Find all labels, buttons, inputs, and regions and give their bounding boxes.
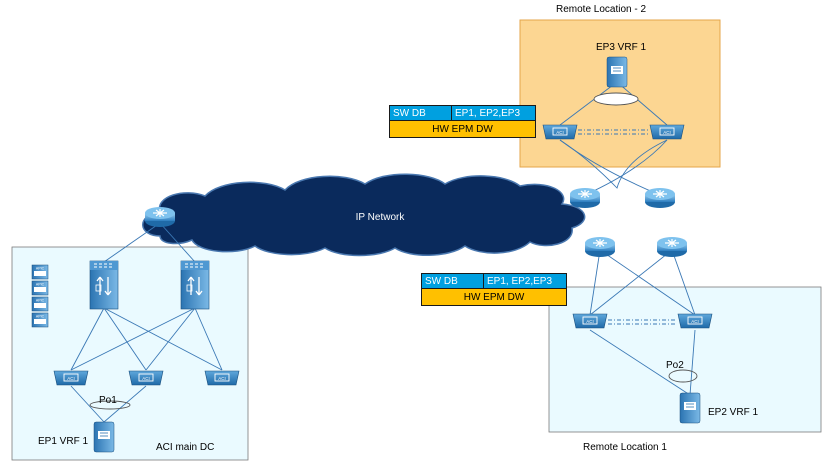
server-ep3: [606, 56, 628, 88]
ip-network-cloud: [142, 173, 586, 257]
epm-table-mid-hw: HW EPM DW: [421, 289, 567, 306]
router-remote2-a: [569, 187, 601, 209]
main-dc-ep-label: EP1 VRF 1: [38, 436, 88, 447]
leaf-switch-main-2: [128, 370, 164, 386]
remote2-link-ring: [593, 92, 639, 106]
leaf-switch-remote2-1: [542, 124, 578, 140]
port-channel-po2-ring: [668, 369, 698, 383]
remote2-title: Remote Location - 2: [556, 4, 646, 15]
router-remote2-b: [644, 187, 676, 209]
remote2-ep-label: EP3 VRF 1: [596, 42, 646, 53]
ip-network-label: IP Network: [356, 212, 406, 223]
leaf-switch-remote1-1: [572, 313, 608, 329]
spine-switch-1: [89, 260, 119, 310]
apic-controller-2: [31, 280, 49, 296]
remote1-ep-label: EP2 VRF 1: [708, 407, 758, 418]
remote1-title: Remote Location 1: [583, 442, 667, 453]
router-main-dc: [144, 206, 176, 228]
epm-table-top-hw: HW EPM DW: [389, 121, 536, 138]
epm-table-top-swdb: SW DB: [389, 105, 452, 121]
port-channel-po1-label: Po1: [99, 395, 117, 406]
main-dc-title: ACI main DC: [156, 442, 214, 453]
server-ep1: [93, 421, 115, 453]
port-channel-po1-ring: [89, 400, 131, 410]
leaf-switch-remote1-2: [677, 313, 713, 329]
server-ep2: [679, 392, 701, 424]
leaf-switch-main-1: [53, 370, 89, 386]
router-remote1-a: [584, 236, 616, 258]
apic-controller-1: [31, 264, 49, 280]
spine-switch-2: [180, 260, 210, 310]
apic-controller-4: [31, 312, 49, 328]
epm-table-mid-swdb: SW DB: [421, 273, 484, 289]
links: [70, 81, 696, 423]
apic-controller-3: [31, 296, 49, 312]
epm-table-mid: SW DB EP1, EP2,EP3 HW EPM DW: [421, 273, 567, 306]
peer-links: [578, 129, 677, 325]
epm-table-top-eps: EP1, EP2,EP3: [452, 105, 536, 121]
port-channel-po2-label: Po2: [666, 360, 684, 371]
epm-table-top: SW DB EP1, EP2,EP3 HW EPM DW: [389, 105, 536, 138]
epm-table-mid-eps: EP1, EP2,EP3: [484, 273, 567, 289]
leaf-switch-main-3: [204, 370, 240, 386]
router-remote1-b: [656, 236, 688, 258]
leaf-switch-remote2-2: [649, 124, 685, 140]
